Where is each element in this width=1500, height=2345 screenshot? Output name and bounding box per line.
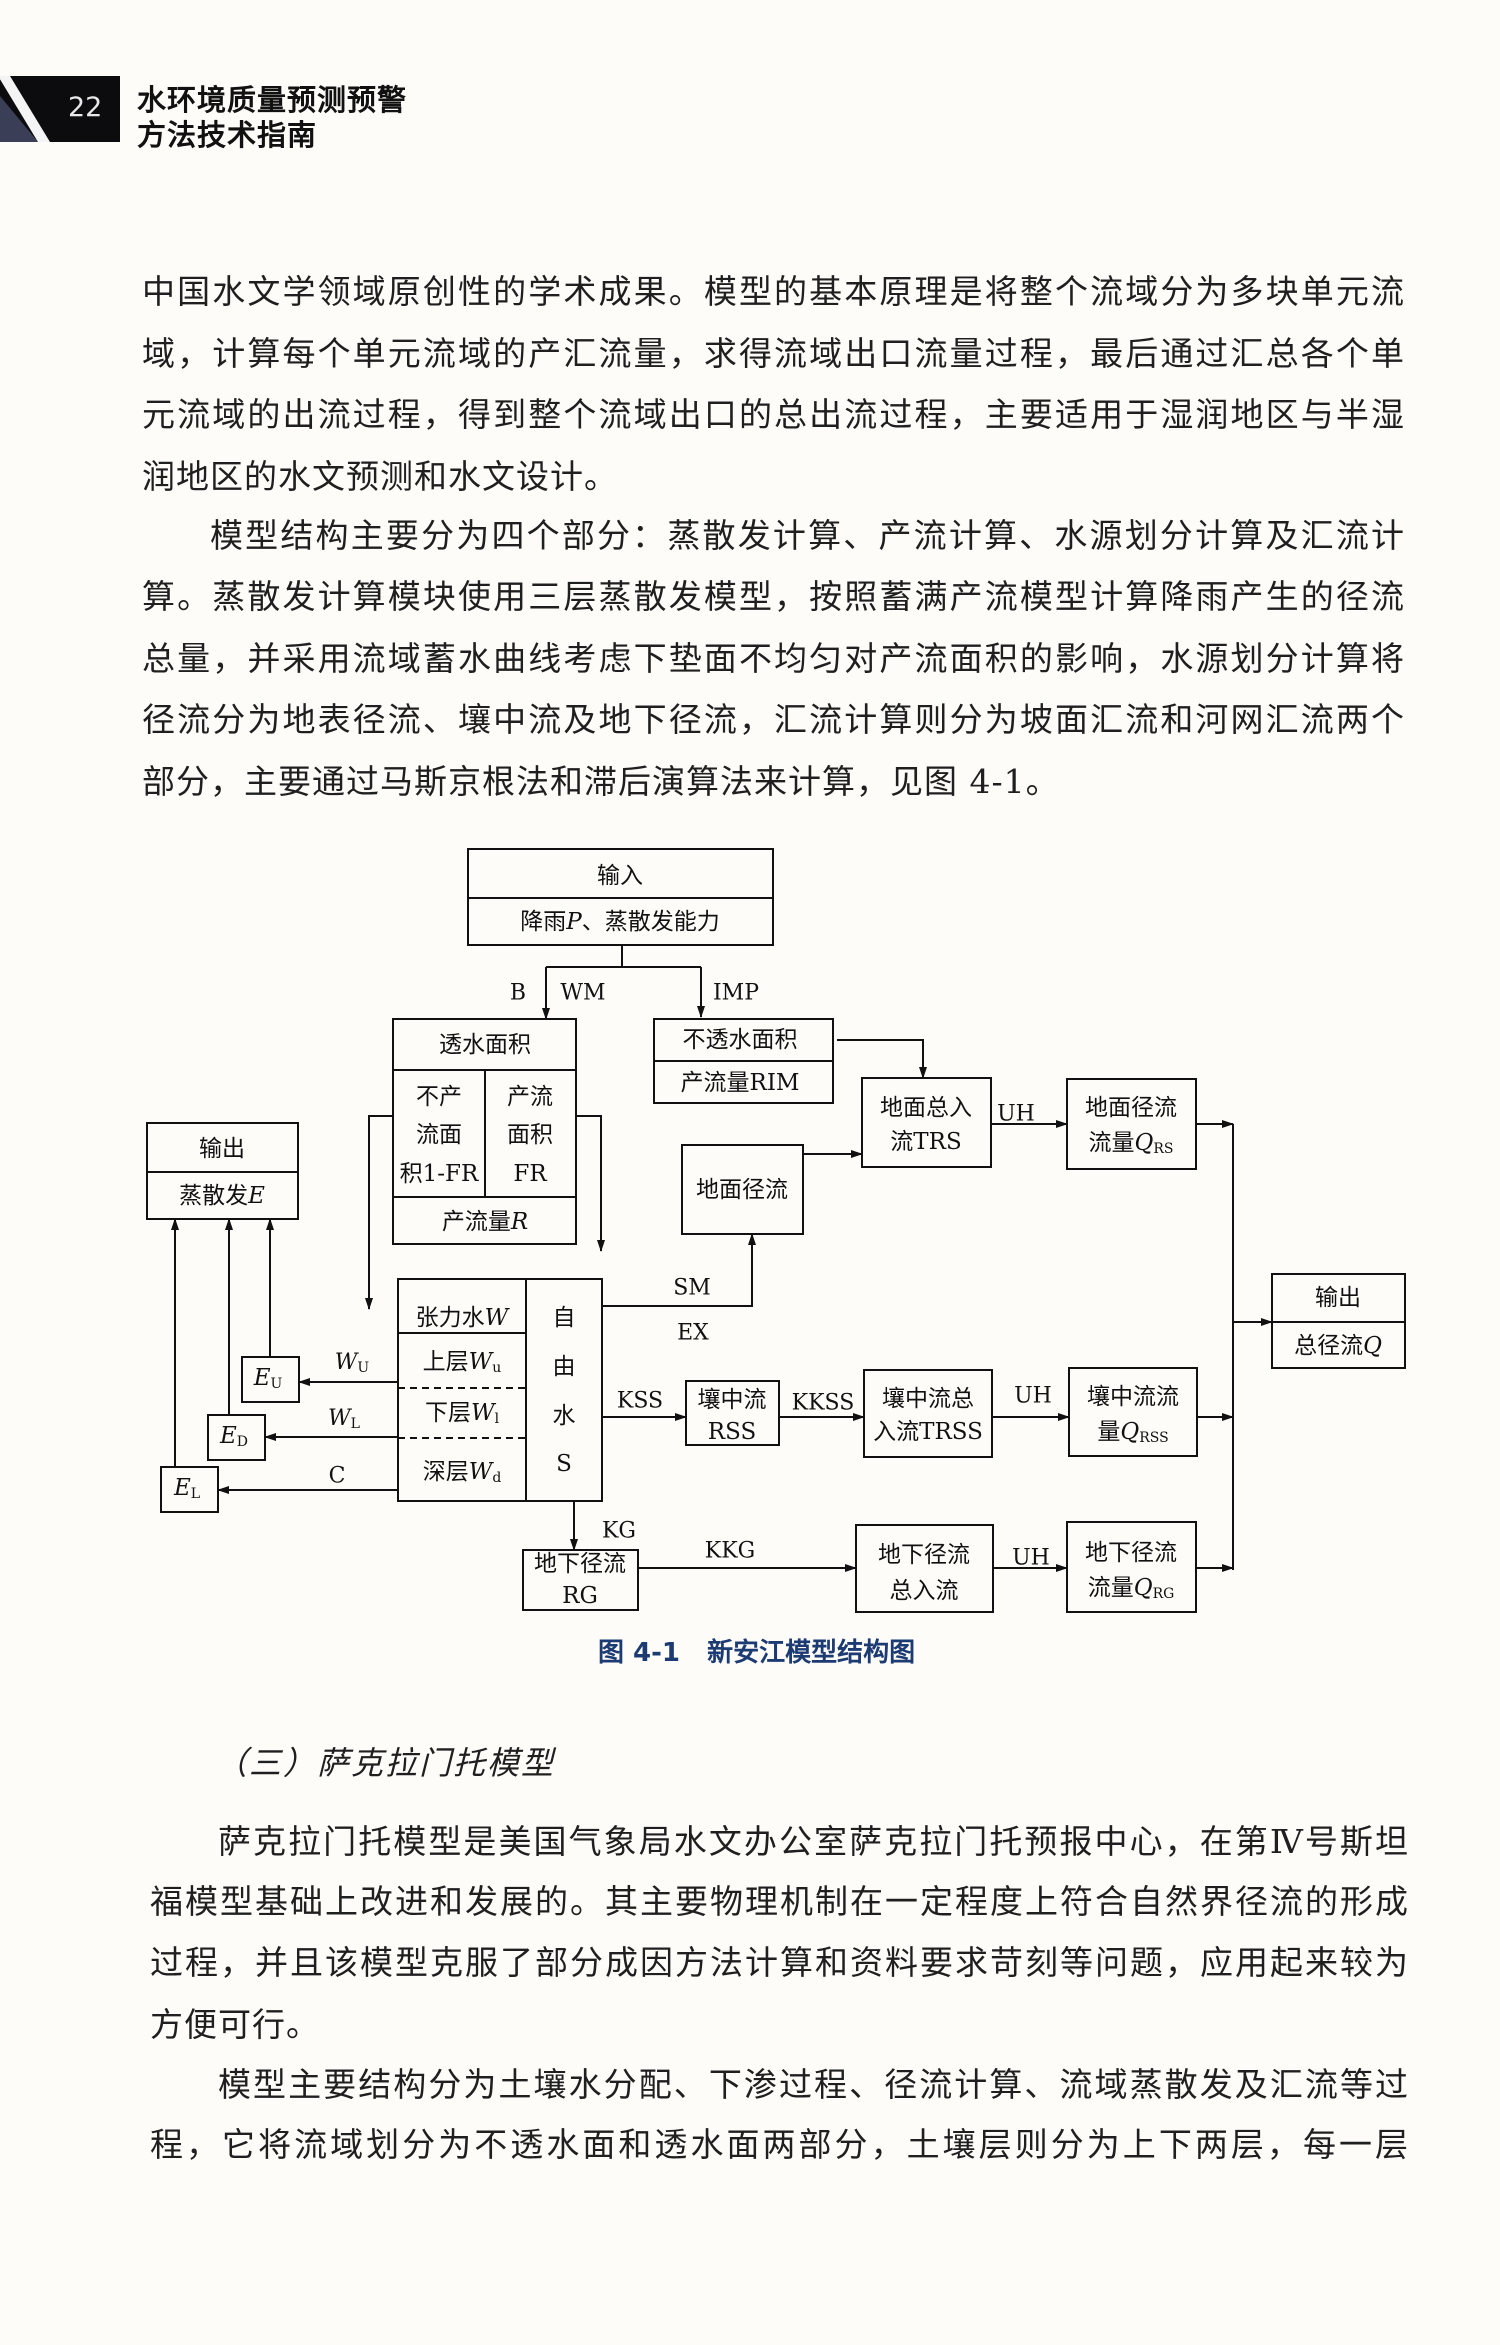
pervious-right-text: FR	[513, 1161, 547, 1187]
interflow-q-text: 量QRSS	[1097, 1419, 1168, 1446]
impervious-title: 不透水面积	[683, 1027, 798, 1053]
label-kg: KG	[602, 1519, 636, 1544]
free-water-text: 由	[553, 1354, 576, 1380]
surface-runoff-text: 地面径流	[696, 1177, 788, 1203]
free-water-text: 水	[553, 1403, 576, 1429]
book-title-line1: 水环境质量预测预警	[137, 83, 408, 117]
surface-flow-q-text: 地面径流	[1085, 1095, 1177, 1121]
output-total-text: 总径流Q	[1294, 1333, 1382, 1359]
groundwater-text: 地下径流	[534, 1551, 626, 1577]
label-wm: WM	[560, 981, 605, 1006]
paragraph-3-line: 过程，并且该模型克服了部分成因方法计算和资料要求苛刻等问题，应用起来较为	[150, 1943, 1408, 1982]
interflow-q-box	[1068, 1367, 1198, 1457]
label-imp: IMP	[713, 981, 759, 1006]
label-kss: KSS	[617, 1389, 663, 1414]
paragraph-2-line: 算。蒸散发计算模块使用三层蒸散发模型，按照蓄满产流模型计算降雨产生的径流	[142, 577, 1404, 616]
pervious-runoff: 产流量R	[442, 1209, 528, 1235]
output-evap-title: 输出	[199, 1136, 245, 1162]
groundwater-total-text: 总入流	[890, 1578, 959, 1604]
eu-text: EU	[253, 1365, 283, 1392]
paragraph-2-line: 径流分为地表径流、壤中流及地下径流，汇流计算则分为坡面汇流和河网汇流两个	[142, 700, 1404, 739]
label-ex: EX	[677, 1321, 709, 1346]
soil-water-box	[397, 1278, 603, 1502]
groundwater-box	[522, 1549, 639, 1611]
tension-water-text: 张力水W	[416, 1305, 511, 1331]
interflow-text: 壤中流	[698, 1387, 767, 1413]
paragraph-1-line: 元流域的出流过程，得到整个流域出口的总出流过程，主要适用于湿润地区与半湿	[142, 395, 1404, 434]
pervious-area-box	[392, 1018, 577, 1245]
label-uh: UH	[1012, 1546, 1050, 1571]
paragraph-2-line: 模型结构主要分为四个部分：蒸散发计算、产流计算、水源划分计算及汇流计	[210, 516, 1404, 555]
pervious-title: 透水面积	[439, 1032, 531, 1058]
label-b: B	[510, 981, 526, 1006]
header-badge	[0, 76, 120, 142]
surface-runoff-box	[681, 1144, 804, 1235]
surface-total-text: 地面总入	[880, 1095, 972, 1121]
input-title: 输入	[597, 863, 643, 889]
lower-layer-text: 下层Wl	[425, 1400, 500, 1427]
interflow-total-text: 壤中流总	[882, 1386, 974, 1412]
label-uh: UH	[1014, 1384, 1052, 1409]
label-kkg: KKG	[705, 1539, 755, 1564]
paragraph-3-line: 方便可行。	[150, 2005, 320, 2044]
upper-layer-text: 上层Wu	[423, 1349, 502, 1376]
paragraph-2-line: 部分，主要通过马斯京根法和滞后演算法来计算，见图 4-1。	[142, 762, 1060, 801]
paragraph-3-line: 萨克拉门托模型是美国气象局水文办公室萨克拉门托预报中心，在第Ⅳ号斯坦	[218, 1822, 1408, 1861]
page-number: 22	[68, 92, 103, 123]
paragraph-1-line: 润地区的水文预测和水文设计。	[142, 457, 618, 496]
surface-total-text: 流TRS	[890, 1129, 961, 1155]
output-total-title: 输出	[1315, 1285, 1361, 1311]
label-uh: UH	[997, 1102, 1035, 1127]
paragraph-4-line: 程，它将流域划分为不透水面和透水面两部分，土壤层则分为上下两层，每一层	[150, 2125, 1408, 2164]
paragraph-1-line: 中国水文学领域原创性的学术成果。模型的基本原理是将整个流域分为多块单元流	[142, 272, 1404, 311]
groundwater-total-text: 地下径流	[878, 1542, 970, 1568]
paragraph-2-line: 总量，并采用流域蓄水曲线考虑下垫面不均匀对产流面积的影响，水源划分计算将	[142, 639, 1404, 678]
ed-text: ED	[219, 1423, 248, 1450]
surface-flow-q-text: 流量QRS	[1089, 1130, 1174, 1157]
groundwater-q-text: 地下径流	[1085, 1540, 1177, 1566]
groundwater-q-text: 流量QRG	[1088, 1575, 1175, 1602]
xinanjiang-model-diagram: 输入 降雨P、蒸散发能力 透水面积 不产 流面 积1-FR 产流 面积 FR 产…	[146, 848, 1406, 1613]
free-water-text: S	[556, 1451, 572, 1477]
paragraph-3-line: 福模型基础上改进和发展的。其主要物理机制在一定程度上符合自然界径流的形成	[150, 1882, 1408, 1921]
section-heading: （三）萨克拉门托模型	[215, 1744, 556, 1782]
figure-caption: 图 4-1 新安江模型结构图	[598, 1638, 916, 1668]
label-sm: SM	[673, 1276, 711, 1301]
free-water-text: 自	[553, 1305, 576, 1331]
label-kkss: KKSS	[792, 1391, 855, 1416]
paragraph-1-line: 域，计算每个单元流域的产汇流量，求得流域出口流量过程，最后通过汇总各个单	[142, 334, 1404, 373]
label-wu: WU	[335, 1350, 370, 1377]
interflow-text: RSS	[708, 1419, 756, 1445]
book-title-line2: 方法技术指南	[137, 118, 318, 152]
output-evap-text: 蒸散发E	[179, 1183, 265, 1209]
input-content: 降雨P、蒸散发能力	[520, 909, 719, 935]
label-wl: WL	[328, 1406, 360, 1433]
el-text: EL	[173, 1475, 200, 1502]
pervious-right-text: 产流	[507, 1084, 553, 1110]
paragraph-4-line: 模型主要结构分为土壤水分配、下渗过程、径流计算、流域蒸散发及汇流等过	[218, 2065, 1408, 2104]
deep-layer-text: 深层Wd	[423, 1459, 502, 1486]
pervious-right-text: 面积	[507, 1122, 553, 1148]
pervious-left-text: 积1-FR	[400, 1161, 479, 1187]
interflow-total-text: 入流TRSS	[873, 1419, 983, 1445]
pervious-left-text: 不产	[416, 1084, 462, 1110]
groundwater-text: RG	[562, 1583, 598, 1609]
interflow-q-text: 壤中流流	[1087, 1384, 1179, 1410]
impervious-runoff: 产流量RIM	[681, 1070, 800, 1096]
pervious-left-text: 流面	[416, 1122, 462, 1148]
label-c: C	[329, 1464, 346, 1489]
